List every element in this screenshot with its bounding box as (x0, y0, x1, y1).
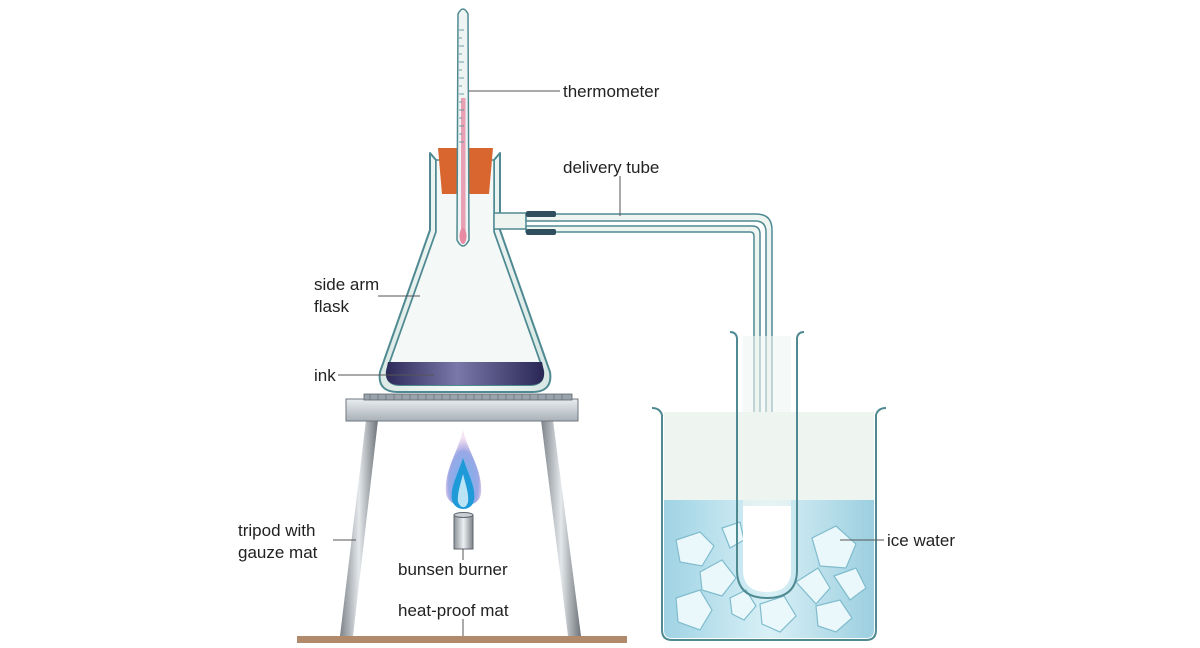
label-side-arm-flask-line2: flask (314, 297, 349, 316)
side-arm (493, 212, 527, 230)
label-bunsen-burner: bunsen burner (398, 560, 508, 579)
label-ink: ink (314, 366, 336, 385)
thermometer (456, 8, 470, 247)
label-delivery-tube: delivery tube (563, 158, 659, 177)
bunsen-burner (445, 430, 482, 550)
heat-proof-mat (297, 636, 627, 643)
label-tripod-line1: tripod with (238, 521, 315, 540)
label-tripod-line2: gauze mat (238, 543, 318, 562)
ice-cubes (675, 521, 867, 633)
label-thermometer: thermometer (563, 82, 660, 101)
ink (385, 362, 545, 385)
tripod (340, 393, 581, 636)
distillate (743, 506, 791, 592)
gauze-mat (363, 393, 573, 401)
label-heat-proof-mat: heat-proof mat (398, 601, 509, 620)
rubber-connector (526, 211, 556, 217)
side-arm-flask (378, 152, 552, 393)
test-tube (729, 331, 805, 600)
label-ice-water: ice water (887, 531, 955, 550)
label-side-arm-flask-line1: side arm (314, 275, 379, 294)
